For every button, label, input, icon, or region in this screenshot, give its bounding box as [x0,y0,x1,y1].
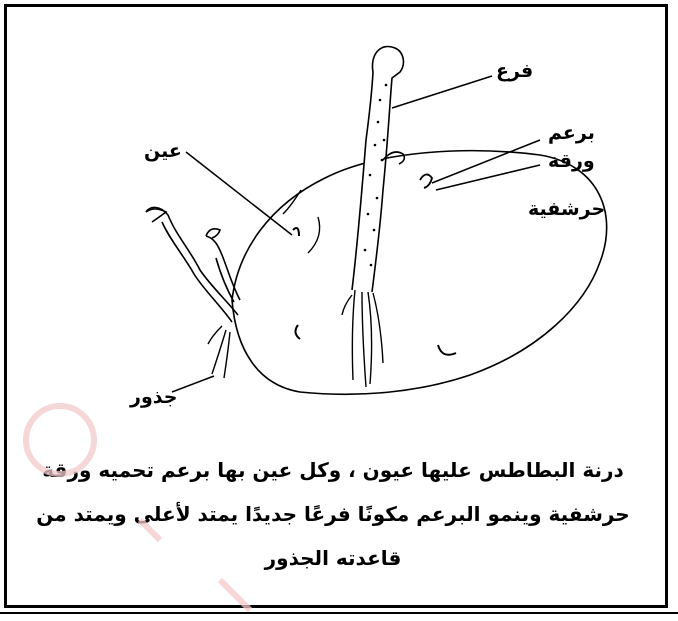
left-sprout [206,236,240,300]
label-eye: عين [144,142,182,161]
bottom-rule [0,612,678,614]
scale-leaf-leader [436,165,540,190]
caption-line: درنة البطاطس عليها عيون ، وكل عين بها بر… [20,448,646,492]
figure-caption: درنة البطاطس عليها عيون ، وكل عين بها بر… [20,448,646,598]
left-roots [208,326,230,378]
branch-leader [392,76,492,108]
bud-leader [432,140,540,183]
main-sprout [352,47,403,292]
top-bud [420,174,432,188]
eye-mark [438,345,456,355]
left-sprout [162,222,232,322]
label-bud: برعم [548,124,595,143]
eye-mark [283,190,301,214]
label-roots: جذور [130,388,177,407]
eye-mark [293,228,299,236]
eye-leader [186,152,292,235]
caption-line: حرشفية وينمو البرعم مكونًا فرعًا جديدًا … [20,492,646,536]
label-scale-leaf-line1: ورقة [548,152,595,171]
leader-lines [172,76,540,392]
label-scale-leaf-line2: حرشفية [528,200,605,219]
caption-line: قاعدته الجذور [20,536,646,580]
tuber-outline [232,151,607,395]
roots-leader [172,376,214,392]
left-sprout-tip [146,209,166,222]
eye-mark [295,325,300,339]
eye-mark [308,217,320,253]
label-branch: فرع [496,62,533,81]
main-roots [342,290,383,387]
